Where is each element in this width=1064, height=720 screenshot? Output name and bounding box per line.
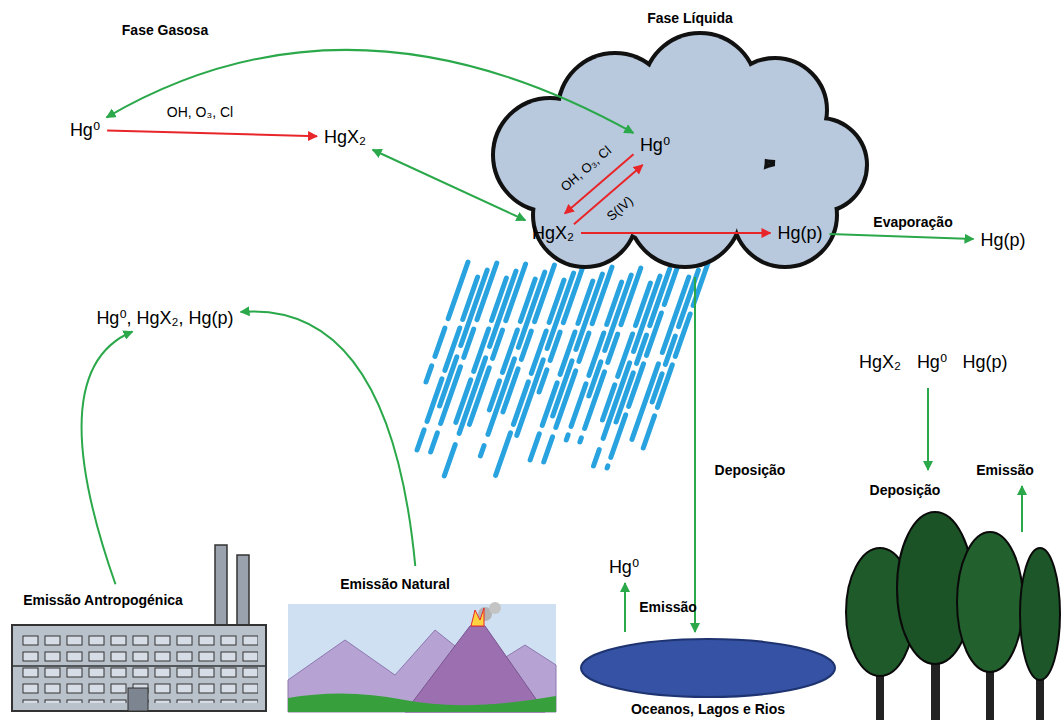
node-text: Emissão Antropogénica (23, 592, 183, 608)
transport-arrow (82, 332, 133, 585)
factory-icon-part (128, 688, 148, 711)
trees-part (957, 532, 1023, 672)
transport-arrow (694, 277, 696, 632)
node-text: Fase Líquida (647, 10, 733, 26)
node-text: Hg⁰ (640, 134, 670, 156)
node-text: Hg(p) (980, 230, 1025, 251)
trees (846, 512, 1060, 720)
rain-strokes-part (530, 281, 593, 460)
transport-arrow (829, 234, 973, 239)
reaction-arrow (107, 131, 317, 137)
factory-icon-part (215, 545, 227, 627)
reaction-arrow (581, 232, 770, 234)
water-bodies: Oceanos, Lagos e Rios (578, 636, 838, 718)
text-label: Deposição (870, 482, 941, 498)
rain-strokes-part (503, 265, 554, 412)
volcano-picture-part (288, 604, 556, 712)
transport-arrow (373, 150, 526, 220)
transport-arrow (624, 583, 626, 632)
rain-strokes-part (652, 270, 698, 402)
species-cloud: Hg⁰ (637, 133, 673, 157)
rain-strokes-part (440, 270, 488, 406)
rain-strokes-part (607, 262, 679, 468)
species-emitted: Hg⁰, HgX₂, Hg(p) (93, 306, 236, 330)
node-text: Hg(p) (777, 223, 822, 244)
node-text: HgX₂ (859, 352, 901, 373)
volcano-picture-part (288, 693, 556, 712)
water-body-part (581, 639, 835, 697)
node-text: Oceanos, Lagos e Rios (631, 701, 785, 717)
rain-strokes-part (630, 277, 689, 446)
anthropogenic-source: Emissão Antropogénica (8, 588, 270, 714)
edge-label: S(IV) (604, 193, 636, 224)
volcano-picture-part (405, 626, 545, 712)
species-water-emission: Hg⁰ (606, 555, 642, 579)
node-text-extra: Hg(p) (962, 352, 1007, 373)
species-cloud: Hg(p) (774, 222, 825, 245)
transport-arrow (241, 311, 416, 566)
rain-strokes-part (494, 280, 564, 480)
species-gas: Hg⁰ (67, 118, 103, 142)
volcano-picture-part (471, 608, 484, 626)
node-text: Hg⁰ (70, 119, 100, 141)
node-text: HgX₂ (532, 223, 574, 244)
species-gas: HgX₂ (321, 126, 369, 149)
edge-label: Evaporação (873, 214, 952, 230)
edge-label: OH, O₃, Cl (558, 143, 614, 195)
emission-arrow (1021, 486, 1023, 532)
edge-label: Emissão (639, 599, 697, 615)
species-forest: HgX₂ Hg⁰ Hg(p) (860, 348, 1010, 376)
node-text-extra: Hg⁰ (917, 351, 947, 373)
node-text: Hg⁰ (609, 556, 639, 578)
text-label: Fase Gasosa (122, 22, 208, 38)
trees-part (1020, 548, 1060, 680)
factory-icon-part (237, 555, 249, 627)
factory-icon-part (12, 625, 266, 711)
rain-strokes-part (594, 276, 661, 466)
species-evaporated: Hg(p) (977, 229, 1028, 252)
rain-strokes-part (643, 263, 708, 448)
text-label: Emissão (976, 462, 1034, 478)
volcano-picture-part (489, 602, 501, 614)
rain-strokes (417, 262, 708, 480)
node-text: Emissão Natural (340, 576, 450, 592)
node-text: Hg⁰, HgX₂, Hg(p) (96, 307, 233, 329)
edge-label: OH, O₃, Cl (167, 104, 233, 120)
species-cloud: HgX₂ (529, 222, 577, 245)
node-text: HgX₂ (324, 127, 366, 148)
edge-label: Deposição (715, 462, 786, 478)
transport-arrow (107, 50, 634, 133)
natural-source: Emissão Natural (285, 570, 560, 714)
deposition-arrow (927, 388, 929, 470)
